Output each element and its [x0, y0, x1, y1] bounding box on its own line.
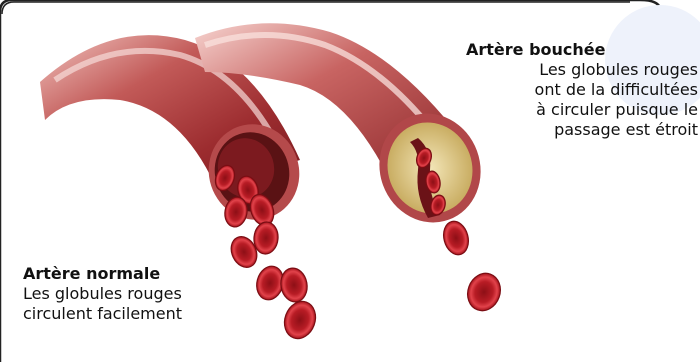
normal-artery-title: Artère normale [23, 264, 263, 284]
blocked-artery-label: Artère bouchée Les globules rouges ont d… [466, 40, 698, 140]
blocked-artery-title: Artère bouchée [466, 40, 698, 60]
normal-artery-description: Les globules rouges circulent facilement [23, 284, 263, 324]
blocked-artery-description: Les globules rouges ont de la difficulté… [466, 60, 698, 140]
normal-artery-label: Artère normale Les globules rouges circu… [23, 264, 263, 324]
